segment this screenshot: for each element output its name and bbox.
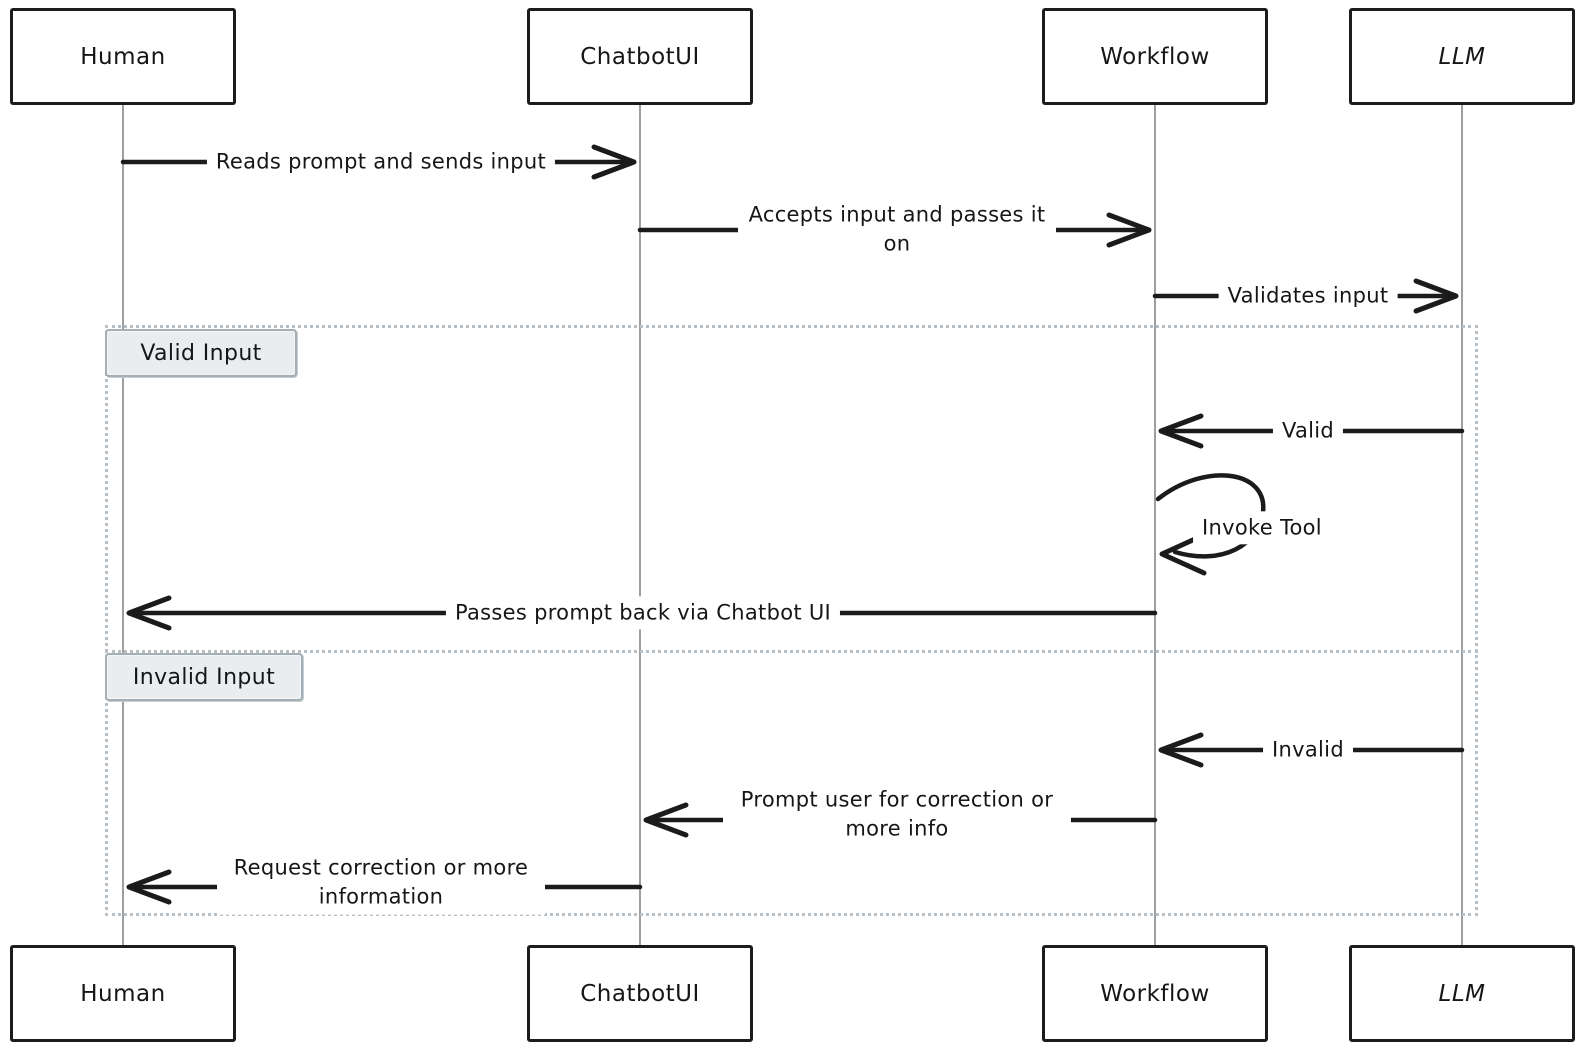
alt-section-label-valid-input: Valid Input bbox=[105, 329, 297, 377]
alt-frame-divider bbox=[105, 650, 1478, 653]
lifeline-human bbox=[122, 105, 124, 945]
actor-label-workflow-top: Workflow bbox=[1100, 43, 1210, 70]
actor-box-chatbotui-bottom: ChatbotUI bbox=[527, 945, 753, 1042]
alt-frame bbox=[105, 325, 1478, 916]
message-label-valid: Valid bbox=[1272, 414, 1344, 448]
alt-section-label-invalid-text: Invalid Input bbox=[132, 664, 276, 690]
actor-label-llm-top: LLM bbox=[1438, 43, 1486, 70]
message-label-invalid: Invalid bbox=[1263, 733, 1353, 767]
actor-label-chatbotui-bottom: ChatbotUI bbox=[580, 980, 700, 1007]
actor-label-chatbotui-top: ChatbotUI bbox=[580, 43, 700, 70]
alt-section-label-valid-text: Valid Input bbox=[140, 340, 262, 366]
actor-box-human-top: Human bbox=[10, 8, 236, 105]
message-label-prompt-user: Prompt user for correction or more info bbox=[723, 783, 1071, 847]
actor-label-human-bottom: Human bbox=[80, 980, 166, 1007]
actor-label-llm-bottom: LLM bbox=[1438, 980, 1486, 1007]
alt-section-label-invalid-input: Invalid Input bbox=[105, 653, 303, 701]
lifeline-chatbotui bbox=[639, 105, 641, 945]
actor-box-workflow-top: Workflow bbox=[1042, 8, 1268, 105]
actor-label-human-top: Human bbox=[80, 43, 166, 70]
message-label-request-correction: Request correction or more information bbox=[217, 851, 545, 915]
actor-box-llm-bottom: LLM bbox=[1349, 945, 1575, 1042]
message-label-reads-prompt: Reads prompt and sends input bbox=[206, 145, 556, 179]
actor-box-human-bottom: Human bbox=[10, 945, 236, 1042]
lifeline-workflow bbox=[1154, 105, 1156, 945]
message-label-invoke-tool: Invoke Tool bbox=[1193, 511, 1331, 545]
message-label-accepts-input: Accepts input and passes it on bbox=[738, 198, 1056, 262]
actor-box-workflow-bottom: Workflow bbox=[1042, 945, 1268, 1042]
message-label-passes-prompt-back: Passes prompt back via Chatbot UI bbox=[445, 596, 841, 630]
actor-box-llm-top: LLM bbox=[1349, 8, 1575, 105]
actor-box-chatbotui-top: ChatbotUI bbox=[527, 8, 753, 105]
actor-label-workflow-bottom: Workflow bbox=[1100, 980, 1210, 1007]
lifeline-llm bbox=[1461, 105, 1463, 945]
message-label-validates-input: Validates input bbox=[1218, 279, 1398, 313]
